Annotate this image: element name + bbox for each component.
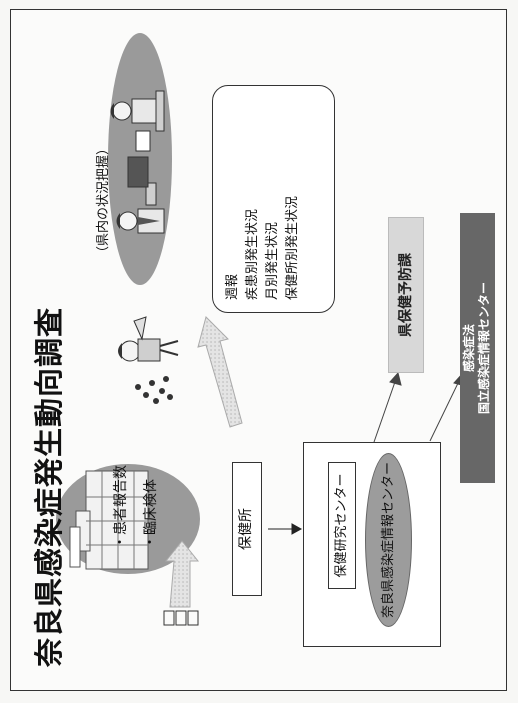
meeting-people-illustration (110, 90, 165, 234)
national-center-line: 国立感染症情報センター (477, 282, 491, 415)
incoming-data-arrow (163, 540, 200, 626)
prefecture-division-box: 県保健予防課 (388, 217, 424, 373)
hokenjo-box: 保健所 (232, 462, 262, 596)
report-line: 疾患別発生状況 (245, 208, 260, 300)
research-center-box: 保健研究センター (328, 462, 356, 589)
national-center-line: 感染症法 (462, 324, 476, 373)
info-center-ellipse: 奈良県感染症情報センター (365, 453, 412, 627)
list-item: ・臨床検体 (143, 479, 159, 549)
input-data-list: ・患者報告数 ・臨床検体 (106, 465, 166, 549)
list-item: ・患者報告数 (113, 465, 129, 549)
hokenjo-to-center-arrow (268, 523, 303, 535)
diagram-title: 奈良県感染症発生動向調査 (32, 306, 66, 667)
hospital-building-illustration (69, 470, 149, 570)
report-line: 保健所別発生状況 (285, 195, 300, 300)
diagram-artwork (56, 33, 466, 626)
report-line: 月別発生状況 (265, 221, 280, 300)
report-box: 週報 疾患別発生状況 月別発生状況 保健所別発生状況 (212, 85, 335, 313)
national-center-box: 感染症法 国立感染症情報センター (460, 213, 495, 483)
diagram-subtitle: （県内の状況把握） (96, 141, 111, 259)
report-feedback-arrow (197, 316, 243, 428)
diagram-stage: 奈良県感染症発生動向調査 （県内の状況把握） ・患者報告数 ・臨床検体 保健所 … (10, 9, 507, 691)
report-line: 週報 (225, 273, 240, 300)
child-illustration (118, 316, 179, 404)
